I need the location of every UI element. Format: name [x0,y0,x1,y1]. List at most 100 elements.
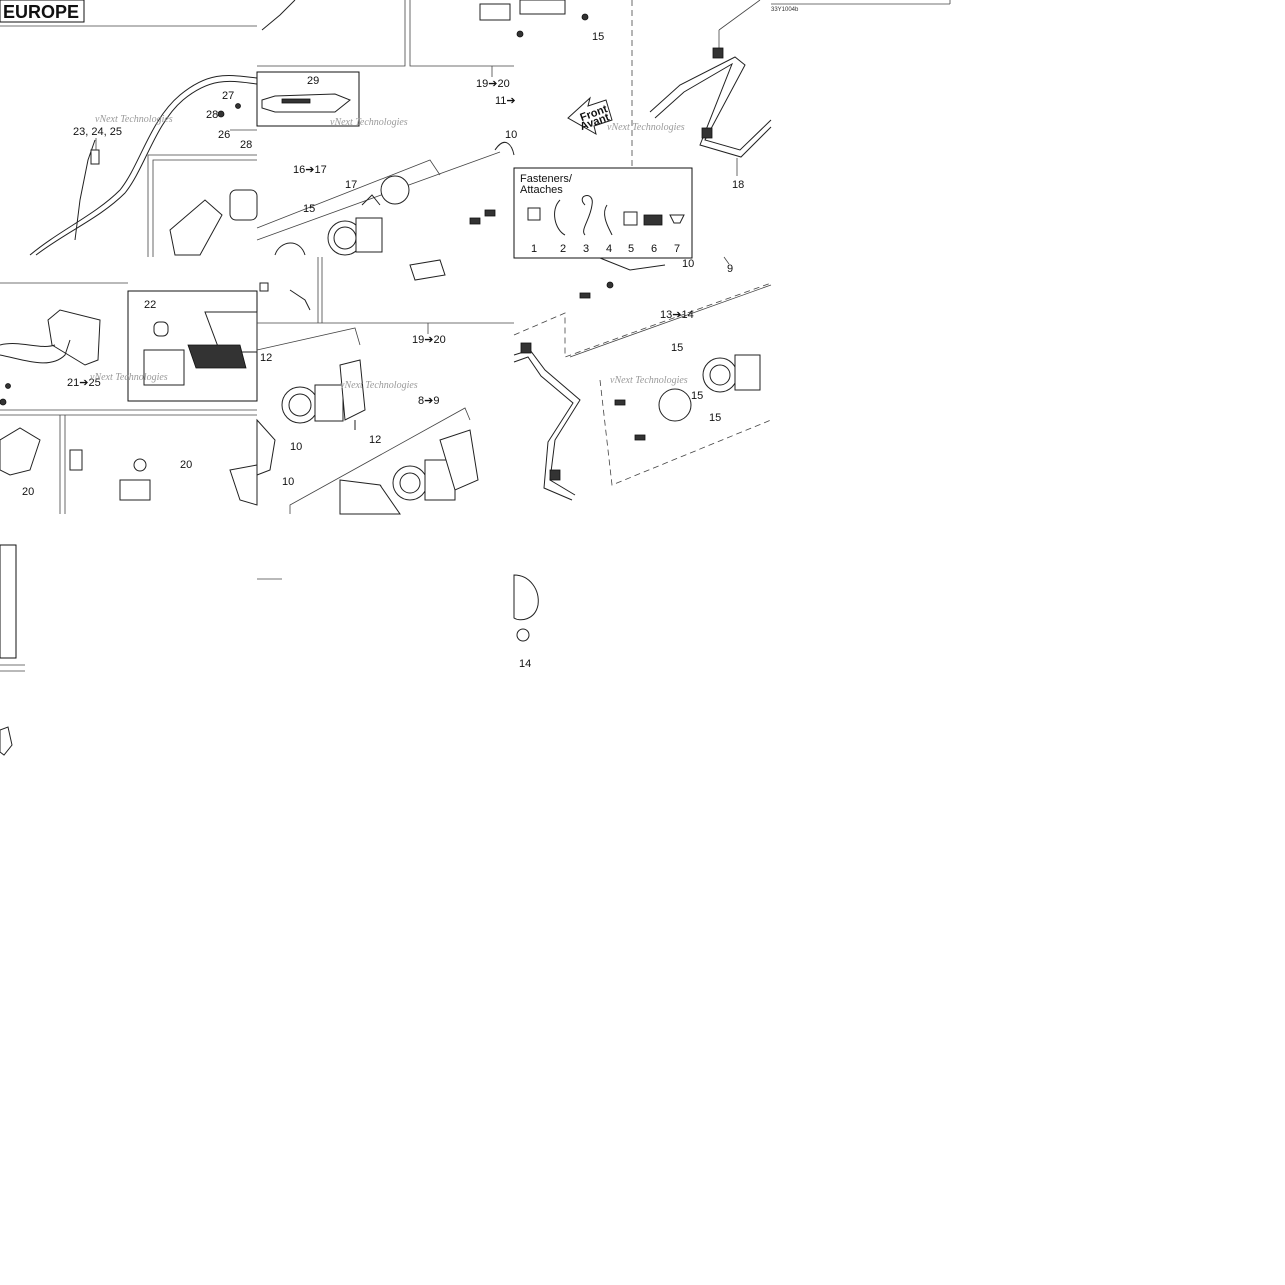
lens [0,726,13,756]
fastener-grip-icon [643,214,663,226]
headlamp-body [314,384,344,422]
callout-15c: 15 [671,342,683,354]
fastener-clip-icon [527,207,541,221]
cable [0,343,56,347]
connector [519,0,566,15]
fastener-tie-icon [554,199,566,236]
callout-22: 22 [144,299,156,311]
front-arrow-icon: Front Avant [567,96,613,136]
callout-15e: 15 [709,412,721,424]
watermark: vNext Technologies [90,372,168,383]
subframe [147,154,257,257]
callout-10c: 10 [282,476,294,488]
callout-19-20a: 19➔20 [476,78,510,90]
callout-17: 17 [345,179,357,191]
leader [723,256,730,265]
screw [5,383,11,389]
callout-27: 27 [222,90,234,102]
headlamp-fragment [513,574,539,621]
headlamp-body [355,217,383,253]
cable [261,0,296,31]
clip [549,469,561,481]
bracket [658,388,692,422]
bulb-icon [516,628,530,642]
reflector [187,344,247,369]
tile-rear-harness: EUROPE 23, 24, 25 27 28 26 28 vNext Tech… [0,0,258,257]
connector [259,282,269,292]
callout-20a: 20 [22,486,34,498]
callout-14: 14 [519,658,531,670]
callout-10b: 10 [290,441,302,453]
connector [69,449,83,471]
callout-13-14: 13➔14 [660,309,694,321]
lens [0,427,41,476]
guide-line [599,379,772,486]
cable [494,141,515,156]
screw [0,398,7,406]
bracket [380,175,410,205]
socket [119,479,151,501]
tile-headlamp-lower: 19➔20 12 12 10 10 vNext Technologies 8➔9… [256,257,514,515]
clamp [274,242,306,256]
clip [712,47,724,59]
guide-line [513,282,772,358]
fastener-7: 7 [674,243,680,255]
bracket [439,429,479,491]
lens [229,464,258,506]
grommet-icon [217,110,225,118]
connector [579,292,591,299]
callout-15a: 15 [592,31,604,43]
bulb-icon [133,458,147,472]
connector [634,434,646,441]
frame-line [256,327,361,351]
callout-10a: 10 [505,129,517,141]
subframe-inner [152,159,257,257]
bulb [361,194,381,206]
grommet-icon [235,103,241,109]
headlamp-lens [709,364,731,386]
bulb-icon [153,321,169,337]
clip [701,127,713,139]
connector [614,399,626,406]
watermark: vNext Technologies [95,114,173,125]
cable [289,289,311,311]
callout-9: 9 [727,263,733,275]
fasteners-title-fr: Attaches [520,184,563,196]
fastener-rivet-icon [669,214,685,224]
callout-12b: 12 [369,434,381,446]
lamp-base [143,349,185,386]
bracket [339,479,401,515]
watermark: vNext Technologies [607,122,685,133]
callout-23-25: 23, 24, 25 [73,126,122,138]
screw [516,30,524,38]
frame-line [256,159,441,229]
callout-15d: 15 [691,390,703,402]
frame-line [256,151,501,241]
fastener-2: 2 [560,243,566,255]
lens-cover [204,311,258,353]
callout-16-17: 16➔17 [293,164,327,176]
callout-15: 15 [303,203,315,215]
frame-tube [513,349,581,496]
frame-tube [649,56,772,151]
fasteners-title: Fasteners/ [520,173,573,185]
screw [581,13,589,21]
region-badge-box [0,0,85,23]
connector [484,209,496,217]
headlamp-lens [333,226,357,250]
callout-21-25: 21➔25 [67,377,101,389]
region-label: EUROPE [3,2,79,22]
bracket [256,418,276,476]
fastener-block-icon [623,211,638,226]
headlamp-body [734,354,761,391]
frame-tube-2 [513,356,574,501]
frame-line [569,284,772,358]
headlamp-lens [288,393,312,417]
watermark: vNext Technologies [330,117,408,128]
tile-headlamp-upper: 29 vNext Technologies 16➔17 17 15 10 19➔… [256,0,524,256]
bracket [339,359,366,421]
headlamp-lens [399,472,421,494]
callout-8-9: 8➔9 [418,395,439,407]
callout-11: 11➔ [495,95,516,107]
screw [606,281,614,289]
